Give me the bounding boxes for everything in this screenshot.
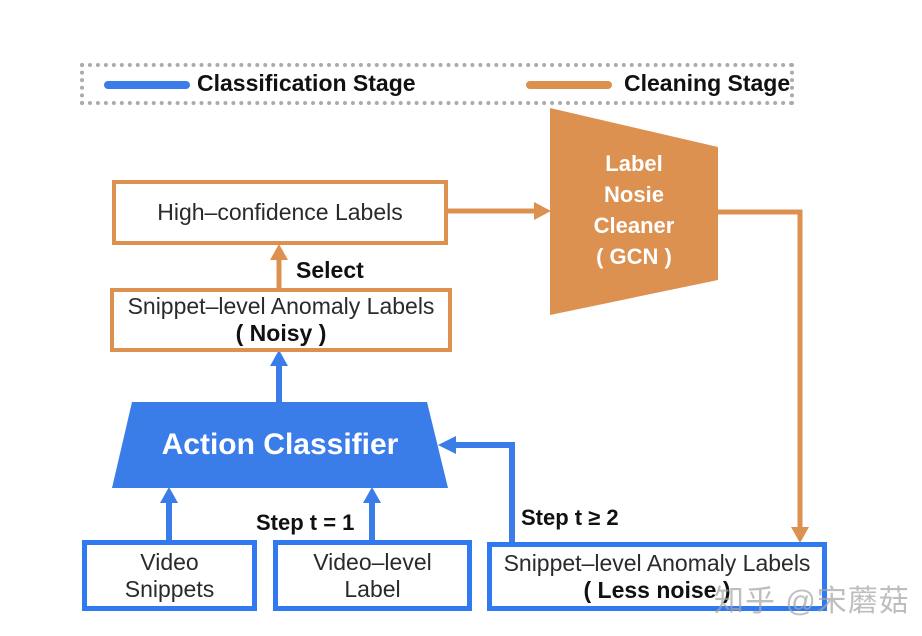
video-snippets-line1: Video: [140, 548, 199, 575]
arrowhead-up-icon: [363, 487, 381, 503]
arrow-less-noise-to-classifier: [454, 442, 515, 543]
action-classifier-label: Action Classifier: [161, 428, 399, 461]
video-snippets-line2: Snippets: [124, 575, 215, 602]
arrowhead-left-icon: [438, 436, 456, 454]
snippet-anomaly-noisy-line2: ( Noisy ): [235, 320, 327, 346]
arrowhead-up-icon: [270, 350, 288, 366]
step-t1-label: Step t = 1: [256, 510, 355, 535]
high-confidence-labels-box: High–confidence Labels: [112, 180, 448, 245]
arrowhead-up-icon: [270, 244, 288, 260]
action-classifier-shape: [112, 402, 448, 488]
arrow-cleaner-to-less-noise: [718, 209, 803, 529]
arrowhead-right-icon: [534, 202, 551, 220]
legend-label-classification: Classification Stage: [197, 70, 416, 96]
snippet-anomaly-less-noise-line2: ( Less noise ): [583, 576, 731, 603]
cleaning-stage-line-swatch: [526, 81, 612, 89]
arrowhead-up-icon: [160, 487, 178, 503]
cleaning-arrows: [270, 108, 809, 543]
high-confidence-labels-text: High–confidence Labels: [157, 199, 403, 225]
select-label: Select: [296, 257, 364, 283]
label-noise-cleaner-label: Label Nosie Cleaner ( GCN ): [593, 151, 675, 269]
snippet-anomaly-less-noise-line1: Snippet–level Anomaly Labels: [503, 549, 811, 576]
snippet-anomaly-noisy-box: Snippet–level Anomaly Labels ( Noisy ): [110, 288, 452, 352]
classification-arrows: [112, 350, 515, 543]
arrowhead-down-icon: [791, 527, 809, 543]
video-snippets-box: Video Snippets: [82, 540, 257, 611]
video-level-label-box: Video–level Label: [273, 540, 472, 611]
classification-stage-line-swatch: [104, 81, 190, 89]
snippet-anomaly-less-noise-box: Snippet–level Anomaly Labels ( Less nois…: [487, 542, 827, 611]
snippet-anomaly-noisy-line1: Snippet–level Anomaly Labels: [127, 293, 435, 319]
video-level-label-line2: Label: [344, 575, 401, 602]
step-t2-label: Step t ≥ 2: [521, 505, 619, 530]
video-level-label-line1: Video–level: [313, 548, 432, 575]
watermark: 知乎 @宋蘑菇: [714, 585, 910, 618]
legend: Classification Stage Cleaning Stage: [80, 63, 794, 105]
label-noise-cleaner-shape: [550, 108, 718, 315]
legend-label-cleaning: Cleaning Stage: [624, 70, 791, 96]
